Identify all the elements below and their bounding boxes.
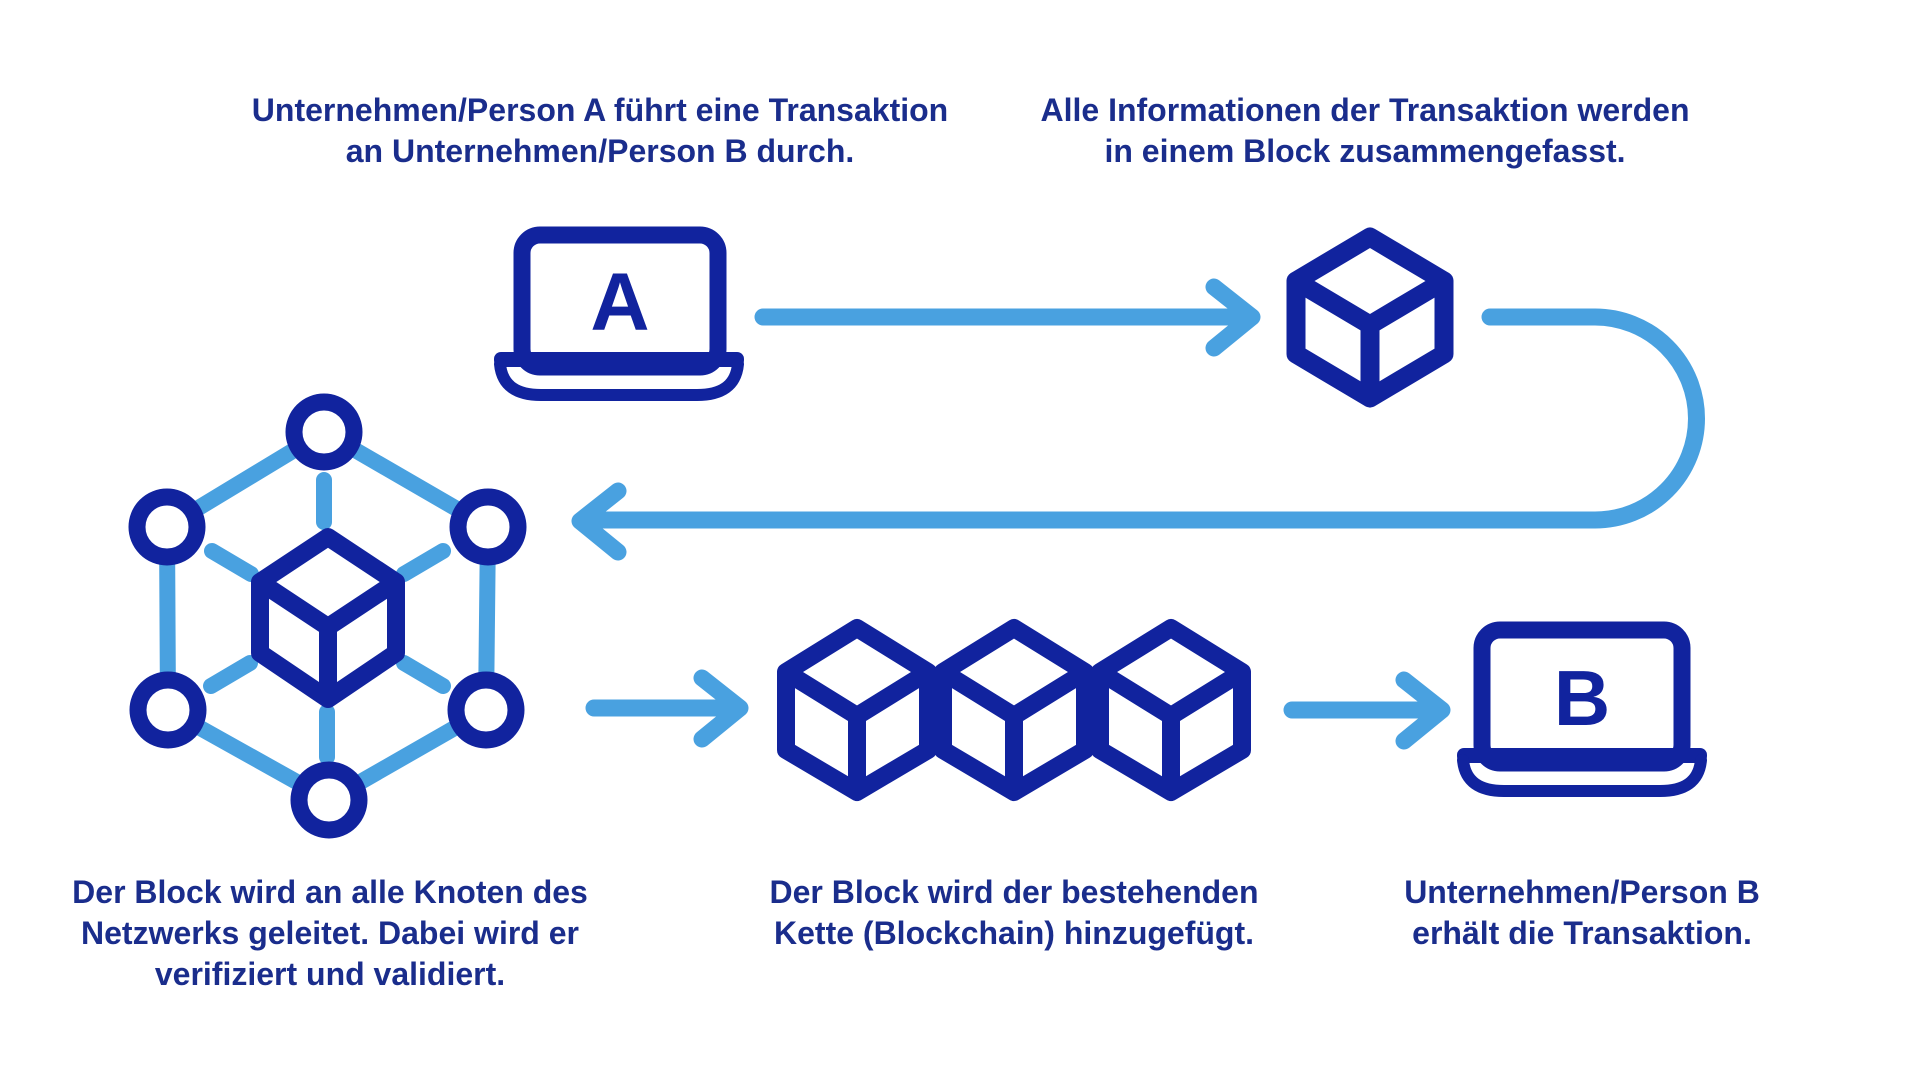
network-node-upper-left: [128, 488, 206, 566]
network-node-lower-right: [447, 671, 525, 749]
chain-block-1: [777, 619, 937, 801]
chain-block-2: [934, 619, 1094, 801]
arrow-chain-to-b-icon: [1283, 671, 1451, 750]
network-node-top: [285, 393, 363, 471]
caption-block-summary: Alle Informationen der Transaktion werde…: [1040, 92, 1690, 169]
laptop-b-icon: [1457, 621, 1707, 797]
block-icon: [1286, 227, 1454, 408]
network-node-lower-left: [129, 671, 207, 749]
network-node-bottom: [290, 761, 368, 839]
network-nodes: [128, 393, 527, 839]
caption-transaction: Unternehmen/Person A führt eine Transakt…: [251, 92, 949, 169]
chain-block-3: [1091, 619, 1251, 801]
network-icon: [128, 393, 527, 839]
network-node-upper-right: [449, 488, 527, 566]
caption-receive: Unternehmen/Person B erhält die Transakt…: [1404, 874, 1760, 951]
caption-chain: Der Block wird der bestehenden Kette (Bl…: [769, 874, 1259, 951]
blockchain-icon: [777, 619, 1251, 801]
caption-network: Der Block wird an alle Knoten des Netzwe…: [72, 874, 588, 992]
loop-arrow-icon: [571, 308, 1705, 561]
laptop-a-icon: [494, 226, 744, 401]
arrow-a-to-block-icon: [754, 278, 1261, 357]
laptop-b-label: B: [1553, 653, 1611, 742]
network-spokes: [203, 472, 451, 765]
network-center-cube-icon: [251, 528, 405, 708]
laptop-a-label: A: [590, 257, 650, 348]
arrow-network-to-chain-icon: [585, 669, 749, 748]
